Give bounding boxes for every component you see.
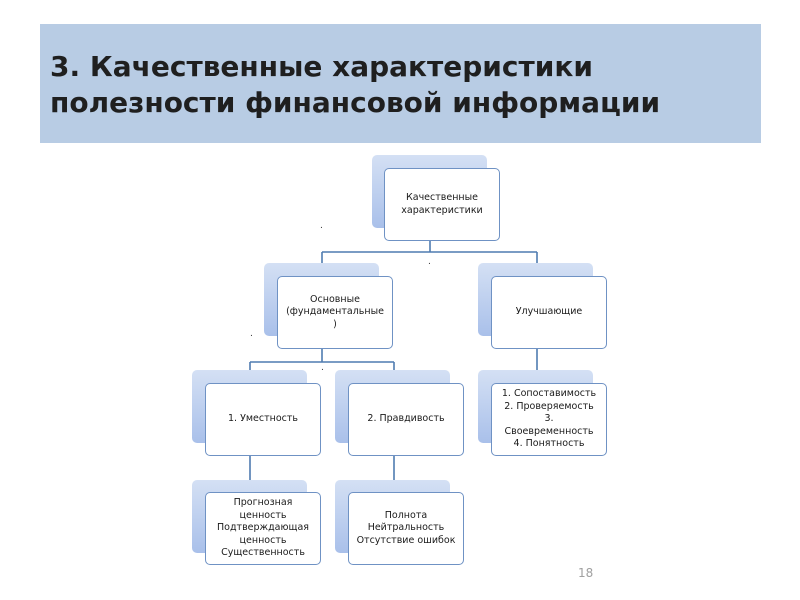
- title-band: [40, 24, 761, 143]
- stray-dot: .: [250, 329, 253, 339]
- enhancing-list-label: 1. Сопоставимость 2. Проверяемость 3. Св…: [501, 388, 597, 450]
- enhancing-list-node: 1. Сопоставимость 2. Проверяемость 3. Св…: [491, 383, 607, 456]
- faithfulness-list-label: Полнота Нейтральность Отсутствие ошибок: [356, 509, 456, 546]
- faithfulness-list-node: Полнота Нейтральность Отсутствие ошибок: [348, 492, 464, 565]
- faithfulness-node: 2. Правдивость: [348, 383, 464, 456]
- fundamental-node: Основные (фундаментальные ): [277, 276, 393, 349]
- stray-dot: .: [428, 257, 431, 267]
- page-number: 18: [578, 566, 594, 580]
- fundamental-node-label: Основные (фундаментальные ): [286, 293, 384, 330]
- relevance-node-label: 1. Уместность: [227, 413, 299, 425]
- root-node: Качественные характеристики: [384, 168, 500, 241]
- faithfulness-node-label: 2. Правдивость: [367, 413, 445, 425]
- enhancing-node: Улучшающие: [491, 276, 607, 349]
- slide-title: 3. Качественные характеристики полезност…: [50, 50, 661, 119]
- stray-dot: .: [320, 221, 323, 231]
- root-node-label: Качественные характеристики: [401, 192, 483, 216]
- relevance-list-node: Прогнозная ценность Подтверждающая ценно…: [205, 492, 321, 565]
- enhancing-node-label: Улучшающие: [515, 306, 583, 318]
- stray-dot: .: [321, 363, 324, 373]
- relevance-node: 1. Уместность: [205, 383, 321, 456]
- relevance-list-label: Прогнозная ценность Подтверждающая ценно…: [217, 497, 309, 559]
